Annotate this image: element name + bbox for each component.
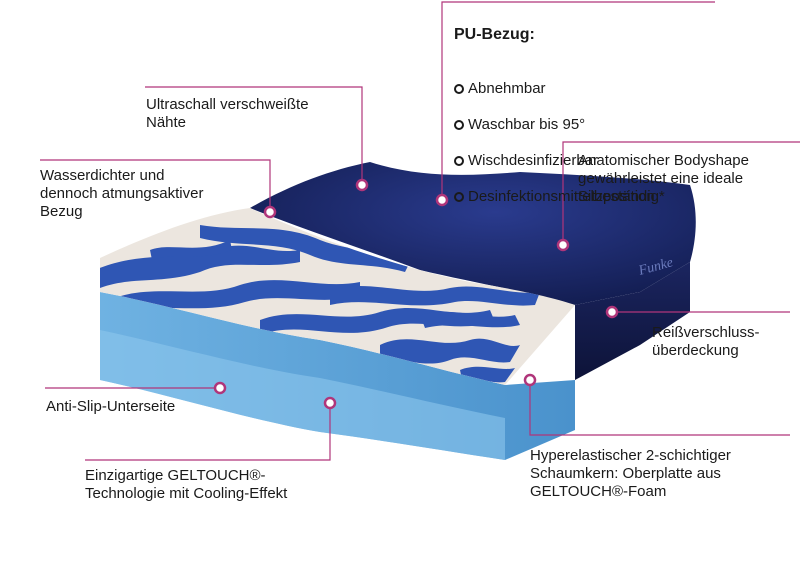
pu-cover-title: PU-Bezug:	[454, 26, 535, 43]
ring-bullet-icon	[454, 156, 464, 166]
callout-anatomic-shape: Anatomischer Bodyshape gewährleistet ein…	[578, 152, 749, 205]
callout-waterproof-cover: Wasserdichter und dennoch atmungsaktiver…	[40, 167, 204, 220]
list-item: Waschbar bis 95°	[454, 116, 665, 134]
callout-markers	[213, 178, 619, 410]
list-item: Wischdesinfizierbar	[454, 152, 665, 170]
geltouch-top-layer	[100, 208, 575, 385]
list-item: Desinfektionsmittelbeständig*	[454, 188, 665, 206]
cushion-cover: Funke	[250, 162, 696, 380]
list-item: Abnehmbar	[454, 80, 665, 98]
ring-bullet-icon	[454, 84, 464, 94]
callout-geltouch: Einzigartige GELTOUCH®- Technologie mit …	[85, 467, 288, 502]
callout-antislip: Anti-Slip-Unterseite	[46, 398, 176, 415]
callout-zipper-cover: Reißverschluss- überdeckung	[652, 324, 760, 359]
callout-ultrasonic-seams: Ultraschall verschweißte Nähte	[146, 96, 309, 131]
callout-foam-core: Hyperelastischer 2-schichtiger Schaumker…	[530, 447, 731, 500]
ring-bullet-icon	[454, 192, 464, 202]
ring-bullet-icon	[454, 120, 464, 130]
callout-pu-cover: PU-Bezug: Abnehmbar Waschbar bis 95° Wis…	[454, 8, 665, 242]
pu-cover-list: Abnehmbar Waschbar bis 95° Wischdesinfiz…	[454, 62, 665, 224]
callout-lines	[40, 1, 800, 461]
